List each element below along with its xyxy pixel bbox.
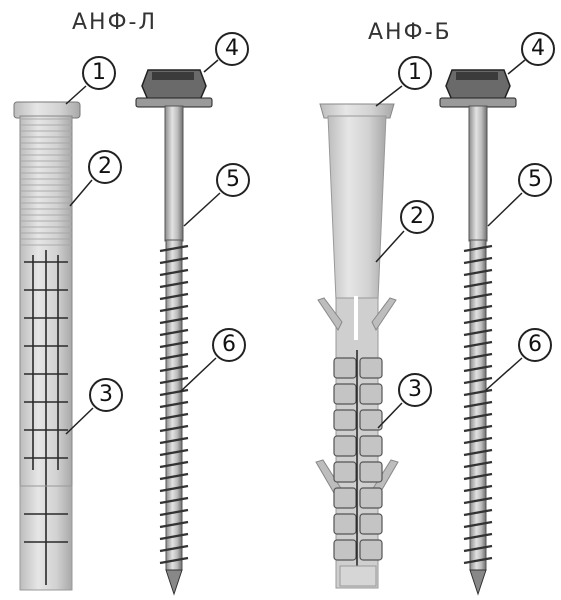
callout-4-right: 4	[521, 32, 555, 66]
callout-2-left: 2	[88, 150, 122, 184]
callout-1-right: 1	[398, 56, 432, 90]
screw-right-shank	[469, 106, 487, 241]
screw-right	[440, 70, 516, 594]
callout-5-right: 5	[518, 163, 552, 197]
callout-6-right: 6	[518, 328, 552, 362]
callout-1-left: 1	[82, 56, 116, 90]
callout-6-left: 6	[212, 328, 246, 362]
callout-3-left: 3	[89, 378, 123, 412]
callout-4-left: 4	[215, 32, 249, 66]
callout-5-left: 5	[216, 163, 250, 197]
screw-left	[136, 70, 212, 594]
dowel-left-title: АНФ-Л	[72, 10, 157, 35]
callout-2-right: 2	[400, 200, 434, 234]
dowel-right	[316, 104, 398, 588]
leader-lines	[66, 60, 525, 434]
callout-3-right: 3	[398, 373, 432, 407]
dowel-right-sleeve	[328, 116, 386, 300]
dowel-right-title: АНФ-Б	[368, 20, 452, 45]
screw-left-shank	[165, 106, 183, 241]
dowel-left	[14, 102, 80, 590]
